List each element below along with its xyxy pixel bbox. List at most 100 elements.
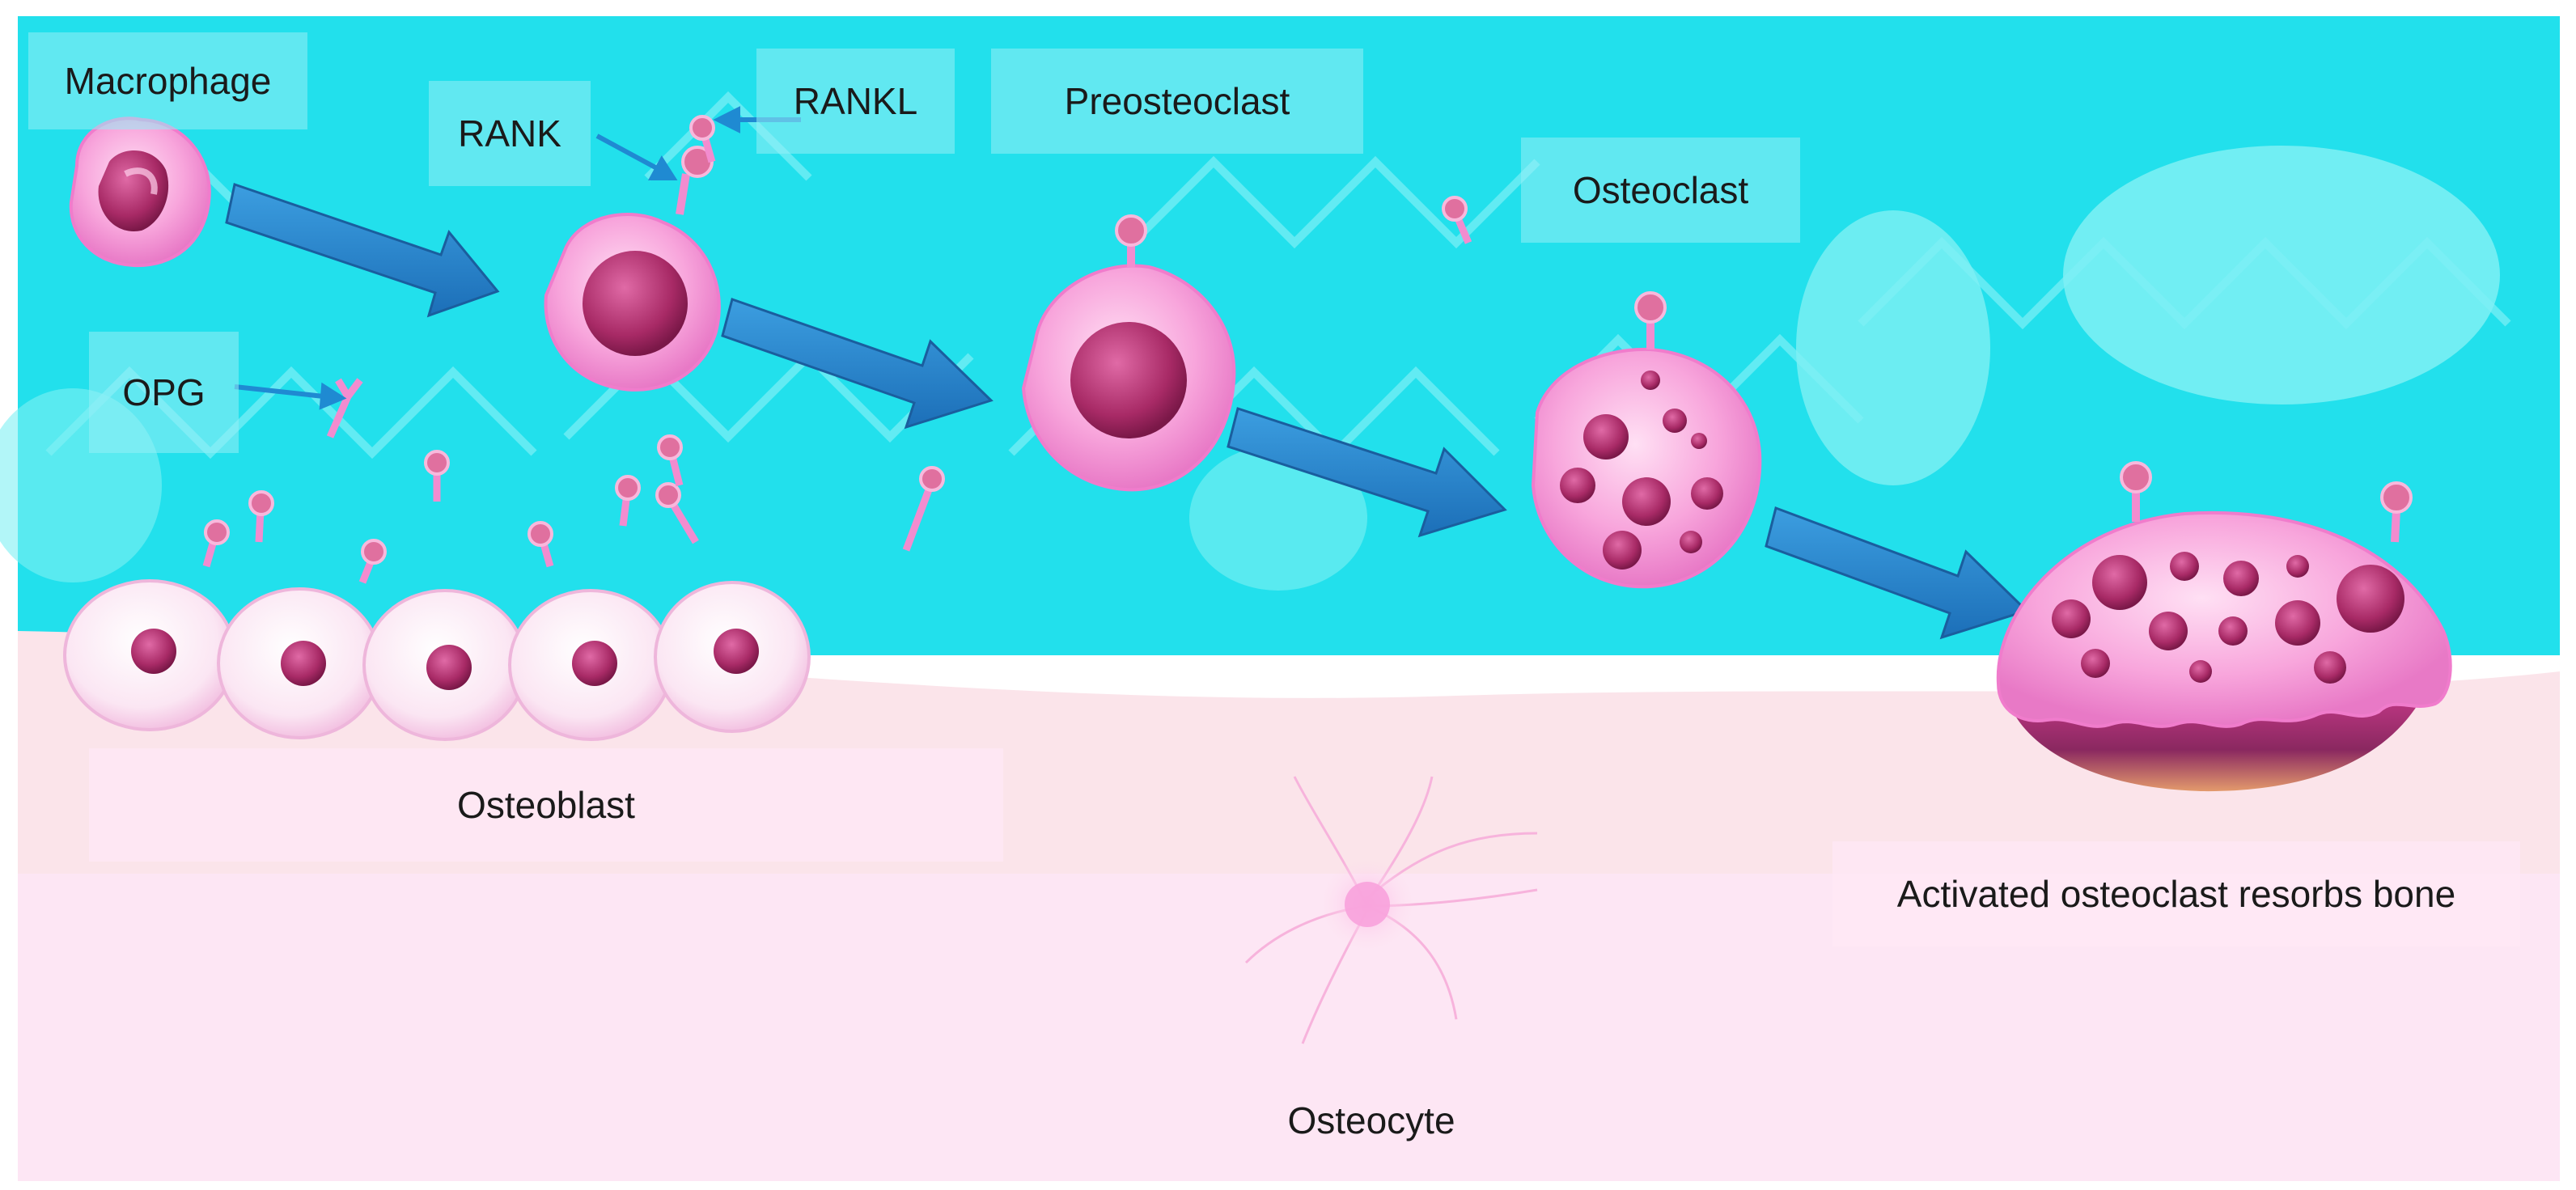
diagram-shape: [1070, 322, 1187, 438]
diagram-shape: [527, 521, 554, 568]
osteoblast-cell: [63, 579, 236, 731]
diagram-shape: [1560, 371, 1723, 570]
diagram-shape: [1129, 155, 1540, 249]
rankl-molecules: [202, 115, 1472, 584]
diagram-shape: [1603, 531, 1642, 570]
diagram-shape: [202, 519, 230, 568]
diagram-shape: [714, 629, 759, 674]
osteoblast-cell: [654, 581, 811, 733]
diagram-shape: [361, 539, 387, 565]
diagram-shape: [615, 475, 641, 527]
diagram-shape: [1115, 214, 1147, 247]
diagram-shape: [583, 251, 688, 356]
diagram-shape: [657, 434, 684, 487]
diagram-shape: [2149, 612, 2188, 650]
diagram-shape: [647, 155, 678, 180]
diagram-shape: [326, 378, 363, 438]
diagram-shape: [615, 475, 641, 501]
diagram-shape: [2275, 600, 2320, 646]
diagram-shape: [1663, 409, 1687, 433]
osteocyte-cell: [1244, 776, 1538, 1044]
diagram-shape: [426, 645, 472, 690]
diagram-shape: [204, 519, 230, 545]
diagram-shape: [2052, 599, 2091, 638]
arrow-rank-cell-to-preosteoclast: [721, 298, 994, 430]
label-macrophage: Macrophage: [28, 32, 307, 129]
diagram-shape: [2391, 509, 2400, 543]
label-osteoclast: Osteoclast: [1521, 138, 1800, 243]
label-preosteoclast: Preosteoclast: [991, 49, 1363, 154]
label-pointer-arrows: [234, 106, 801, 410]
diagram-shape: [1641, 371, 1660, 390]
diagram-shape: [655, 482, 699, 544]
diagram-shape: [124, 167, 158, 195]
diagram-shape: [98, 150, 169, 231]
arrow-osteoclast-to-activated: [1765, 506, 2029, 640]
diagram-shape: [2314, 651, 2346, 684]
diagram-shape: [424, 450, 450, 476]
diagram-shape: [595, 133, 659, 171]
label-rankl: RANKL: [756, 49, 955, 154]
diagram-shape: [1634, 291, 1667, 324]
osteoblast-row: [63, 579, 811, 741]
diagram-shape: [657, 434, 683, 460]
diagram-shape: [2170, 552, 2199, 581]
osteoblast-cell: [508, 589, 673, 741]
diagram-shape: [2092, 555, 2147, 610]
label-rank: RANK: [429, 81, 591, 186]
diagram-shape: [689, 115, 715, 141]
label-opg: OPG: [89, 332, 239, 453]
diagram-shape: [345, 378, 363, 399]
diagram-shape: [2223, 561, 2259, 596]
diagram-shape: [1691, 433, 1707, 449]
arrow-preosteoclast-to-osteoclast: [1227, 407, 1507, 538]
diagram-shape: [1442, 196, 1472, 244]
diagram-shape: [248, 490, 274, 543]
diagram-shape: [655, 482, 681, 508]
preosteoclast-cell: [1021, 214, 1236, 492]
diagram-shape: [281, 641, 326, 686]
diagram-shape: [1531, 347, 1762, 589]
osteoblast-cell: [362, 589, 527, 741]
diagram-shape: [2189, 660, 2212, 683]
blob-center: [1189, 445, 1367, 591]
osteoclast-cell: [1531, 291, 1762, 589]
diagram-shape: [676, 173, 690, 215]
diagram-shape: [234, 384, 324, 399]
rank-cell: [544, 146, 721, 392]
label-activated-osteoclast: Activated osteoclast resorbs bone: [1832, 841, 2520, 946]
activated-osteoclast: [1996, 461, 2452, 792]
diagram-shape: [2081, 649, 2110, 678]
diagram-shape: [1583, 414, 1629, 459]
diagram-shape: [1680, 531, 1702, 553]
diagram-shape: [1442, 196, 1468, 222]
label-osteoblast: Osteoblast: [89, 748, 1003, 862]
diagram-shape: [424, 450, 450, 502]
diagram-shape: [2218, 616, 2248, 646]
diagram-shape: [2120, 461, 2152, 493]
diagram-shape: [326, 395, 352, 438]
diagram-shape: [2337, 565, 2404, 633]
diagram-shape: [131, 629, 176, 674]
diagram-shape: [248, 490, 274, 516]
diagram-shape: [919, 466, 945, 492]
diagram-shape: [668, 499, 699, 544]
diagram-shape: [1560, 468, 1595, 503]
diagram-shape: [2052, 552, 2404, 684]
diagram-shape: [2380, 481, 2413, 514]
diagram-shape: [713, 106, 740, 133]
blob-top-right: [2063, 146, 2500, 404]
diagram-shape: [527, 521, 553, 547]
diagram-shape: [689, 115, 716, 163]
macrophage-cell: [69, 116, 211, 268]
diagram-shape: [1622, 477, 1671, 526]
diagram-shape: [358, 539, 387, 584]
label-osteocyte: Osteocyte: [1287, 1099, 1455, 1141]
diagram-shape: [1691, 477, 1723, 510]
diagram-shape: [572, 641, 617, 686]
diagram-shape: [2286, 555, 2309, 578]
diagram-shape: [902, 466, 945, 552]
arrow-macrophage-to-rank-cell: [225, 183, 500, 318]
